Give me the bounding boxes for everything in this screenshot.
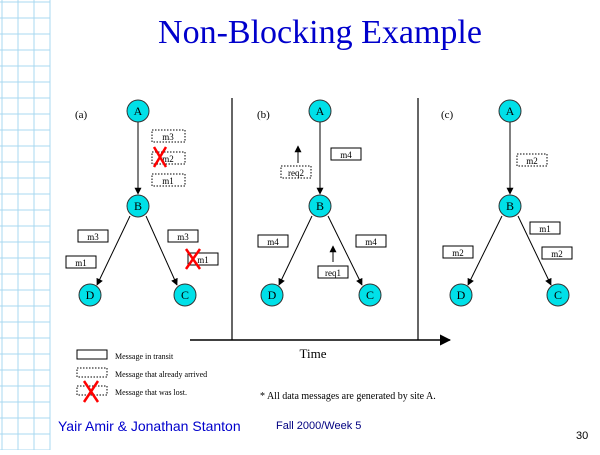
node-b-label: B <box>316 199 324 213</box>
lost-x-mark <box>184 248 202 270</box>
panel-b-label: (b) <box>257 109 270 121</box>
legend-lost-label: Message that was lost. <box>115 388 187 397</box>
node-c-label: C <box>181 288 189 302</box>
message-label: m1 <box>539 224 551 234</box>
node-b <box>126 194 150 218</box>
message-label: m3 <box>177 232 189 242</box>
message-arrived <box>151 173 186 187</box>
footer-authors: Yair Amir & Jonathan Stanton <box>58 418 241 434</box>
message-in-transit <box>317 265 349 279</box>
message-label: m1 <box>162 176 174 186</box>
node-a <box>498 99 522 123</box>
slide-title: Non-Blocking Example <box>158 14 482 51</box>
time-label: Time <box>300 346 327 361</box>
message-in-transit <box>65 255 97 269</box>
node-d-label: D <box>268 288 277 302</box>
node-b-label: B <box>134 199 142 213</box>
message-in-transit <box>529 221 561 235</box>
lost-x-mark <box>82 380 100 403</box>
footnote: * All data messages are generated by sit… <box>260 391 436 402</box>
node-c <box>358 283 382 307</box>
node-d-label: D <box>457 288 466 302</box>
node-b <box>308 194 332 218</box>
message-label: m4 <box>267 237 279 247</box>
node-a-label: A <box>316 104 325 118</box>
node-c <box>173 283 197 307</box>
legend-in-transit-label: Message in transit <box>115 352 174 361</box>
edge-b-c <box>327 215 363 286</box>
message-label: m2 <box>162 154 174 164</box>
edge-b-c <box>145 215 178 286</box>
node-a <box>308 99 332 123</box>
legend-swatch-in-transit <box>76 349 108 360</box>
message-in-transit <box>541 246 573 260</box>
panel-a: (a) A B D C m3 m2 m1 m3 m1 <box>65 99 219 307</box>
node-b <box>498 194 522 218</box>
edge-b-d <box>96 215 131 286</box>
node-b-label: B <box>506 199 514 213</box>
node-d-label: D <box>86 288 95 302</box>
message-label: req1 <box>325 268 341 278</box>
grid-decoration <box>0 0 51 451</box>
message-label: m1 <box>75 258 87 268</box>
node-c-label: C <box>366 288 374 302</box>
message-label: m2 <box>452 248 464 258</box>
node-a-label: A <box>506 104 515 118</box>
message-arrived <box>280 165 312 179</box>
message-label: m4 <box>340 150 352 160</box>
page-number: 30 <box>576 430 589 442</box>
node-d <box>78 283 102 307</box>
message-label: m1 <box>197 255 209 265</box>
node-a <box>126 99 150 123</box>
panel-a-label: (a) <box>75 109 88 121</box>
message-label: req2 <box>288 168 304 178</box>
footer-course: Fall 2000/Week 5 <box>276 420 362 432</box>
message-in-transit <box>77 229 109 243</box>
message-arrived <box>516 153 548 167</box>
message-in-transit <box>167 229 199 243</box>
legend: Message in transit Message that already … <box>76 349 207 403</box>
message-in-transit <box>442 245 474 259</box>
message-label: m2 <box>551 249 563 259</box>
edge-b-d <box>467 215 503 286</box>
edge-b-d <box>278 215 313 286</box>
message-arrived <box>151 129 186 143</box>
edge-b-c <box>517 215 552 286</box>
message-label: m3 <box>162 132 174 142</box>
legend-arrived-label: Message that already arrived <box>115 370 207 379</box>
message-label: m3 <box>87 232 99 242</box>
message-label: m4 <box>365 237 377 247</box>
message-in-transit <box>355 234 387 248</box>
node-c <box>546 283 570 307</box>
legend-swatch-arrived <box>76 367 108 378</box>
panel-c: (c) A B D C m2 m1 m2 m2 <box>441 99 573 307</box>
panel-c-label: (c) <box>441 109 454 121</box>
panel-b: (b) A B D C req2 m4 m4 m4 req1 <box>257 99 387 307</box>
message-in-transit <box>330 147 362 161</box>
node-d <box>449 283 473 307</box>
lost-x-mark <box>152 146 168 168</box>
message-label: m2 <box>526 156 538 166</box>
node-c-label: C <box>554 288 562 302</box>
node-a-label: A <box>134 104 143 118</box>
node-d <box>260 283 284 307</box>
message-in-transit <box>257 234 289 248</box>
